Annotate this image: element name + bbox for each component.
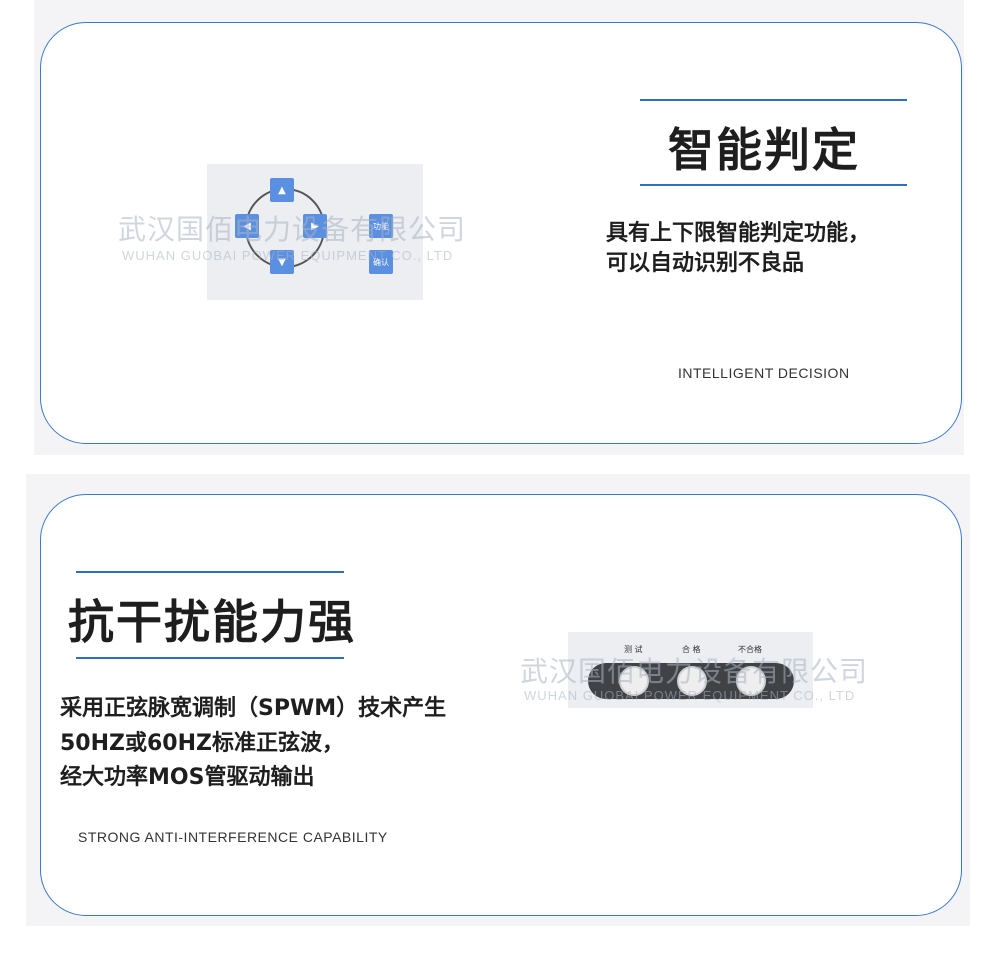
function-key: 功能	[369, 214, 393, 238]
section1-english-subtitle: INTELLIGENT DECISION	[678, 365, 850, 381]
confirm-key: 确认	[369, 250, 393, 274]
section2-body-line-2: 50HZ或60HZ标准正弦波，	[60, 731, 344, 756]
title-bottom-rule-1	[640, 184, 907, 186]
watermark-cn-1: 武汉国佰电力设备有限公司	[118, 213, 467, 246]
function-key-label: 功能	[373, 221, 389, 231]
test-indicator-knob	[619, 666, 649, 696]
right-arrow-key-icon: ▶	[303, 214, 327, 238]
section2-body-line-1: 采用正弦脉宽调制（SPWM）技术产生	[60, 696, 447, 721]
left-arrow-key-icon: ◀	[235, 214, 259, 238]
section1-body-line-1: 具有上下限智能判定功能，	[606, 221, 871, 246]
watermark-en-1: WUHAN GUOBAI POWER EQUIPMENT CO., LTD	[122, 248, 454, 263]
indicator-strip	[588, 663, 794, 699]
fail-indicator-knob	[736, 666, 766, 696]
section2-english-subtitle: STRONG ANTI-INTERFERENCE CAPABILITY	[78, 829, 388, 845]
indicator-label-test: 测 试	[624, 645, 643, 654]
title-top-rule-2	[76, 571, 344, 573]
section1-title: 智能判定	[668, 123, 860, 177]
indicator-label-pass: 合 格	[682, 645, 701, 654]
up-arrow-key-icon: ▲	[270, 178, 294, 202]
indicator-photo: 测 试 合 格 不合格	[568, 632, 813, 708]
pass-indicator-knob	[677, 666, 707, 696]
section1-body-line-2: 可以自动识别不良品	[606, 251, 805, 276]
indicator-label-fail: 不合格	[738, 645, 762, 654]
title-top-rule-1	[640, 99, 907, 101]
watermark-cn-2: 武汉国佰电力设备有限公司	[520, 655, 869, 688]
section1-card	[40, 22, 962, 444]
section2-title: 抗干扰能力强	[68, 595, 356, 649]
title-bottom-rule-2	[76, 657, 344, 659]
section2-body-line-3: 经大功率MOS管驱动输出	[60, 765, 315, 790]
watermark-en-2: WUHAN GUOBAI POWER EQUIPMENT CO., LTD	[524, 688, 856, 703]
confirm-key-label: 确认	[373, 257, 389, 267]
down-arrow-key-icon: ▼	[270, 250, 294, 274]
keypad-photo: ▲ ▼ ◀ ▶ 功能 确认	[207, 164, 423, 300]
